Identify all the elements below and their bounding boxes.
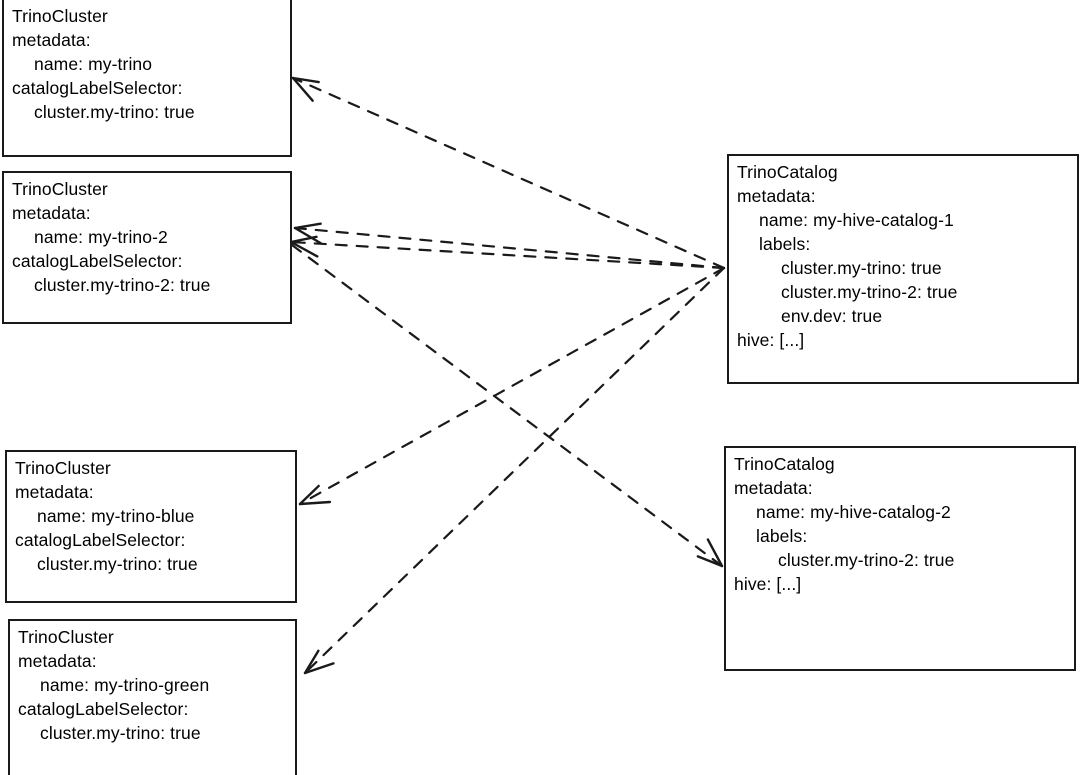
arrowhead-stroke <box>298 500 332 506</box>
node-kind-label: TrinoCatalog <box>734 454 835 474</box>
node-field-line: env.dev: true <box>781 306 883 326</box>
node-field-line: cluster.my-trino: true <box>34 102 195 122</box>
node-field-line: metadata: <box>15 482 94 502</box>
arrowhead-stroke <box>298 484 320 506</box>
node-field-line: labels: <box>756 526 808 546</box>
node-kind-label: TrinoCluster <box>12 179 108 199</box>
node-field-line: hive: [...] <box>734 574 802 594</box>
node-cluster-my-trino-green[interactable]: TrinoCluster metadata: name: my-trino-gree… <box>8 619 297 775</box>
node-field-line: cluster.my-trino-2: true <box>778 550 955 570</box>
arrowhead-stroke <box>303 662 335 675</box>
edge-shaft <box>290 243 724 568</box>
node-field-line: catalogLabelSelector: <box>12 251 183 271</box>
arrowhead-stroke <box>293 222 322 230</box>
edge-shaft <box>289 240 726 270</box>
node-catalog-my-hive-catalog-2[interactable]: TrinoCatalog metadata: name: my-hive-catal… <box>724 446 1076 671</box>
node-field-line: labels: <box>759 234 811 254</box>
node-cluster-my-trino-2[interactable]: TrinoCluster metadata: name: my-trino-2 cat… <box>2 171 292 324</box>
edge-catalog1-to-cluster-my-trino-2 <box>293 222 726 270</box>
node-field-line: cluster.my-trino-2: true <box>781 282 958 302</box>
edge-shaft <box>293 226 726 270</box>
edge-catalog2-to-cluster-my-trino-2 <box>289 235 726 270</box>
arrowhead-stroke <box>293 226 323 245</box>
node-field-line: cluster.my-trino: true <box>781 258 942 278</box>
node-field-line: cluster.my-trino: true <box>37 554 198 574</box>
node-kind-label: TrinoCluster <box>12 6 108 26</box>
node-field-line: catalogLabelSelector: <box>12 78 183 98</box>
node-field-line: name: my-trino <box>34 54 153 74</box>
edge-catalog1-to-cluster-my-trino-blue <box>298 266 726 506</box>
edge-cluster-my-trino-2-to-catalog2 <box>290 243 724 568</box>
arrowhead-stroke <box>696 555 724 568</box>
node-field-line: metadata: <box>737 186 816 206</box>
node-field-line: metadata: <box>12 30 91 50</box>
edge-catalog1-to-cluster-my-trino <box>291 76 726 270</box>
node-field-line: name: my-hive-catalog-2 <box>756 502 951 522</box>
arrowhead-stroke <box>303 649 320 675</box>
edge-shaft <box>291 76 726 270</box>
edge-shaft <box>298 266 726 506</box>
node-field-line: metadata: <box>734 478 813 498</box>
node-field-line: hive: [...] <box>737 330 805 350</box>
node-catalog-my-hive-catalog-1[interactable]: TrinoCatalog metadata: name: my-hive-catal… <box>727 154 1079 384</box>
node-field-line: catalogLabelSelector: <box>15 530 186 550</box>
arrowhead-stroke <box>291 76 314 102</box>
node-field-line: name: my-trino-2 <box>34 227 168 247</box>
node-cluster-my-trino[interactable]: TrinoCluster metadata: name: my-trino catal… <box>2 0 292 157</box>
node-field-line: cluster.my-trino-2: true <box>34 275 211 295</box>
node-field-line: catalogLabelSelector: <box>18 699 189 719</box>
arrowhead-stroke <box>289 235 318 244</box>
arrowhead-stroke <box>289 240 319 258</box>
node-cluster-my-trino-blue[interactable]: TrinoCluster metadata: name: my-trino-blue… <box>5 450 297 603</box>
node-field-line: cluster.my-trino: true <box>40 723 201 743</box>
node-field-line: name: my-hive-catalog-1 <box>759 210 954 230</box>
edge-shaft <box>303 266 726 675</box>
node-kind-label: TrinoCluster <box>18 627 114 647</box>
arrowhead-stroke <box>706 538 724 568</box>
node-kind-label: TrinoCatalog <box>737 162 838 182</box>
node-field-line: name: my-trino-green <box>40 675 210 695</box>
node-field-line: metadata: <box>12 203 91 223</box>
arrowhead-stroke <box>291 76 320 84</box>
node-kind-label: TrinoCluster <box>15 458 111 478</box>
node-field-line: metadata: <box>18 651 97 671</box>
edge-catalog1-to-cluster-my-trino-green <box>303 266 726 675</box>
node-field-line: name: my-trino-blue <box>37 506 195 526</box>
